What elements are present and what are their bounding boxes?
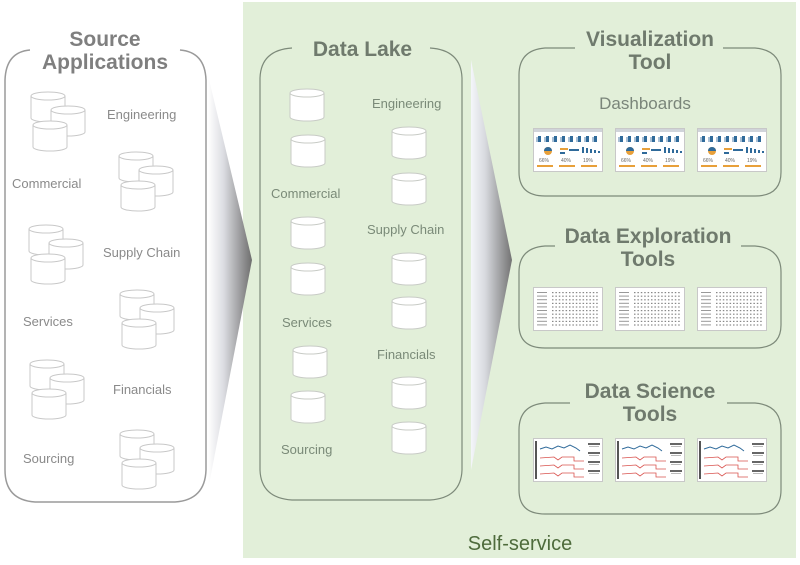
svg-text:40%: 40% <box>643 158 654 164</box>
source-label-engineering: Engineering <box>107 107 177 122</box>
dashboard-thumbnail: 66% 40% 19% <box>533 128 603 172</box>
lake-label-sourcing: Sourcing <box>281 442 333 457</box>
science-thumbnail <box>697 438 767 482</box>
dashboard-thumbnail: 66% 40% 19% <box>615 128 685 172</box>
dashboards-label: Dashboards <box>599 94 691 113</box>
visualization-title: Visualization Tool <box>565 28 735 74</box>
svg-text:40%: 40% <box>561 158 572 164</box>
data-lake-frame <box>259 47 463 501</box>
svg-text:19%: 19% <box>665 158 676 164</box>
svg-text:40%: 40% <box>725 158 736 164</box>
source-label-financials: Financials <box>113 382 172 397</box>
data-science-title: Data Science Tools <box>565 380 735 426</box>
title-line: Data Exploration <box>564 225 732 248</box>
visualization-frame <box>518 47 782 197</box>
source-applications-title: Source Applications <box>30 28 180 74</box>
source-label-services: Services <box>23 314 73 329</box>
database-icon <box>391 376 427 410</box>
database-icon <box>391 126 427 160</box>
database-icon <box>290 390 326 424</box>
dashboard-preview-graphic: 66% 40% 19% <box>616 129 684 167</box>
title-line: Tools <box>620 248 676 272</box>
title-line: Tool <box>628 51 672 75</box>
flow-arrow-lake-to-tools <box>471 60 512 470</box>
dashboard-preview-graphic: 66% 40% 19% <box>534 129 602 167</box>
title-line: Source <box>69 28 141 51</box>
database-icon <box>121 318 157 350</box>
svg-text:66%: 66% <box>539 158 550 164</box>
database-icon <box>391 421 427 455</box>
title-line: Visualization <box>586 28 714 51</box>
source-applications-frame <box>4 49 207 503</box>
exploration-preview-graphic <box>537 292 598 326</box>
title-line: Data Science <box>584 380 716 403</box>
title-line: Applications <box>41 51 168 75</box>
exploration-thumbnail <box>533 287 603 331</box>
database-icon <box>292 345 328 379</box>
lake-label-engineering: Engineering <box>372 96 442 111</box>
title-line: Tools <box>622 403 678 427</box>
database-icon <box>121 458 157 490</box>
science-preview-graphic <box>617 441 682 479</box>
database-icon <box>290 216 326 250</box>
database-icon <box>391 296 427 330</box>
database-icon <box>290 262 326 296</box>
science-preview-graphic <box>535 441 600 479</box>
database-icon <box>391 252 427 286</box>
data-science-frame <box>518 402 782 515</box>
flow-arrow-source-to-lake <box>208 75 252 490</box>
svg-text:66%: 66% <box>621 158 632 164</box>
database-icon <box>30 253 66 285</box>
source-label-commercial: Commercial <box>12 176 82 191</box>
exploration-thumbnail <box>615 287 685 331</box>
exploration-preview-graphic <box>701 292 762 326</box>
self-service-label: Self-service <box>467 533 573 555</box>
database-icon <box>289 88 325 122</box>
data-exploration-frame <box>518 245 782 349</box>
science-thumbnail <box>615 438 685 482</box>
database-icon <box>31 388 67 420</box>
lake-label-commercial: Commercial <box>271 186 341 201</box>
dashboard-preview-graphic: 66% 40% 19% <box>698 129 766 167</box>
exploration-preview-graphic <box>619 292 680 326</box>
database-icon <box>290 134 326 168</box>
svg-text:66%: 66% <box>703 158 714 164</box>
science-preview-graphic <box>699 441 764 479</box>
lake-label-financials: Financials <box>377 347 436 362</box>
data-exploration-title: Data Exploration Tools <box>548 225 748 271</box>
source-label-sourcing: Sourcing <box>23 451 75 466</box>
science-thumbnail <box>533 438 603 482</box>
lake-label-supply-chain: Supply Chain <box>367 222 445 237</box>
lake-label-services: Services <box>282 315 332 330</box>
data-lake-title: Data Lake <box>312 38 413 61</box>
database-icon <box>391 172 427 206</box>
svg-text:19%: 19% <box>583 158 594 164</box>
source-label-supply-chain: Supply Chain <box>103 245 181 260</box>
svg-text:19%: 19% <box>747 158 758 164</box>
database-icon <box>120 180 156 212</box>
database-icon <box>32 120 68 152</box>
exploration-thumbnail <box>697 287 767 331</box>
dashboard-thumbnail: 66% 40% 19% <box>697 128 767 172</box>
